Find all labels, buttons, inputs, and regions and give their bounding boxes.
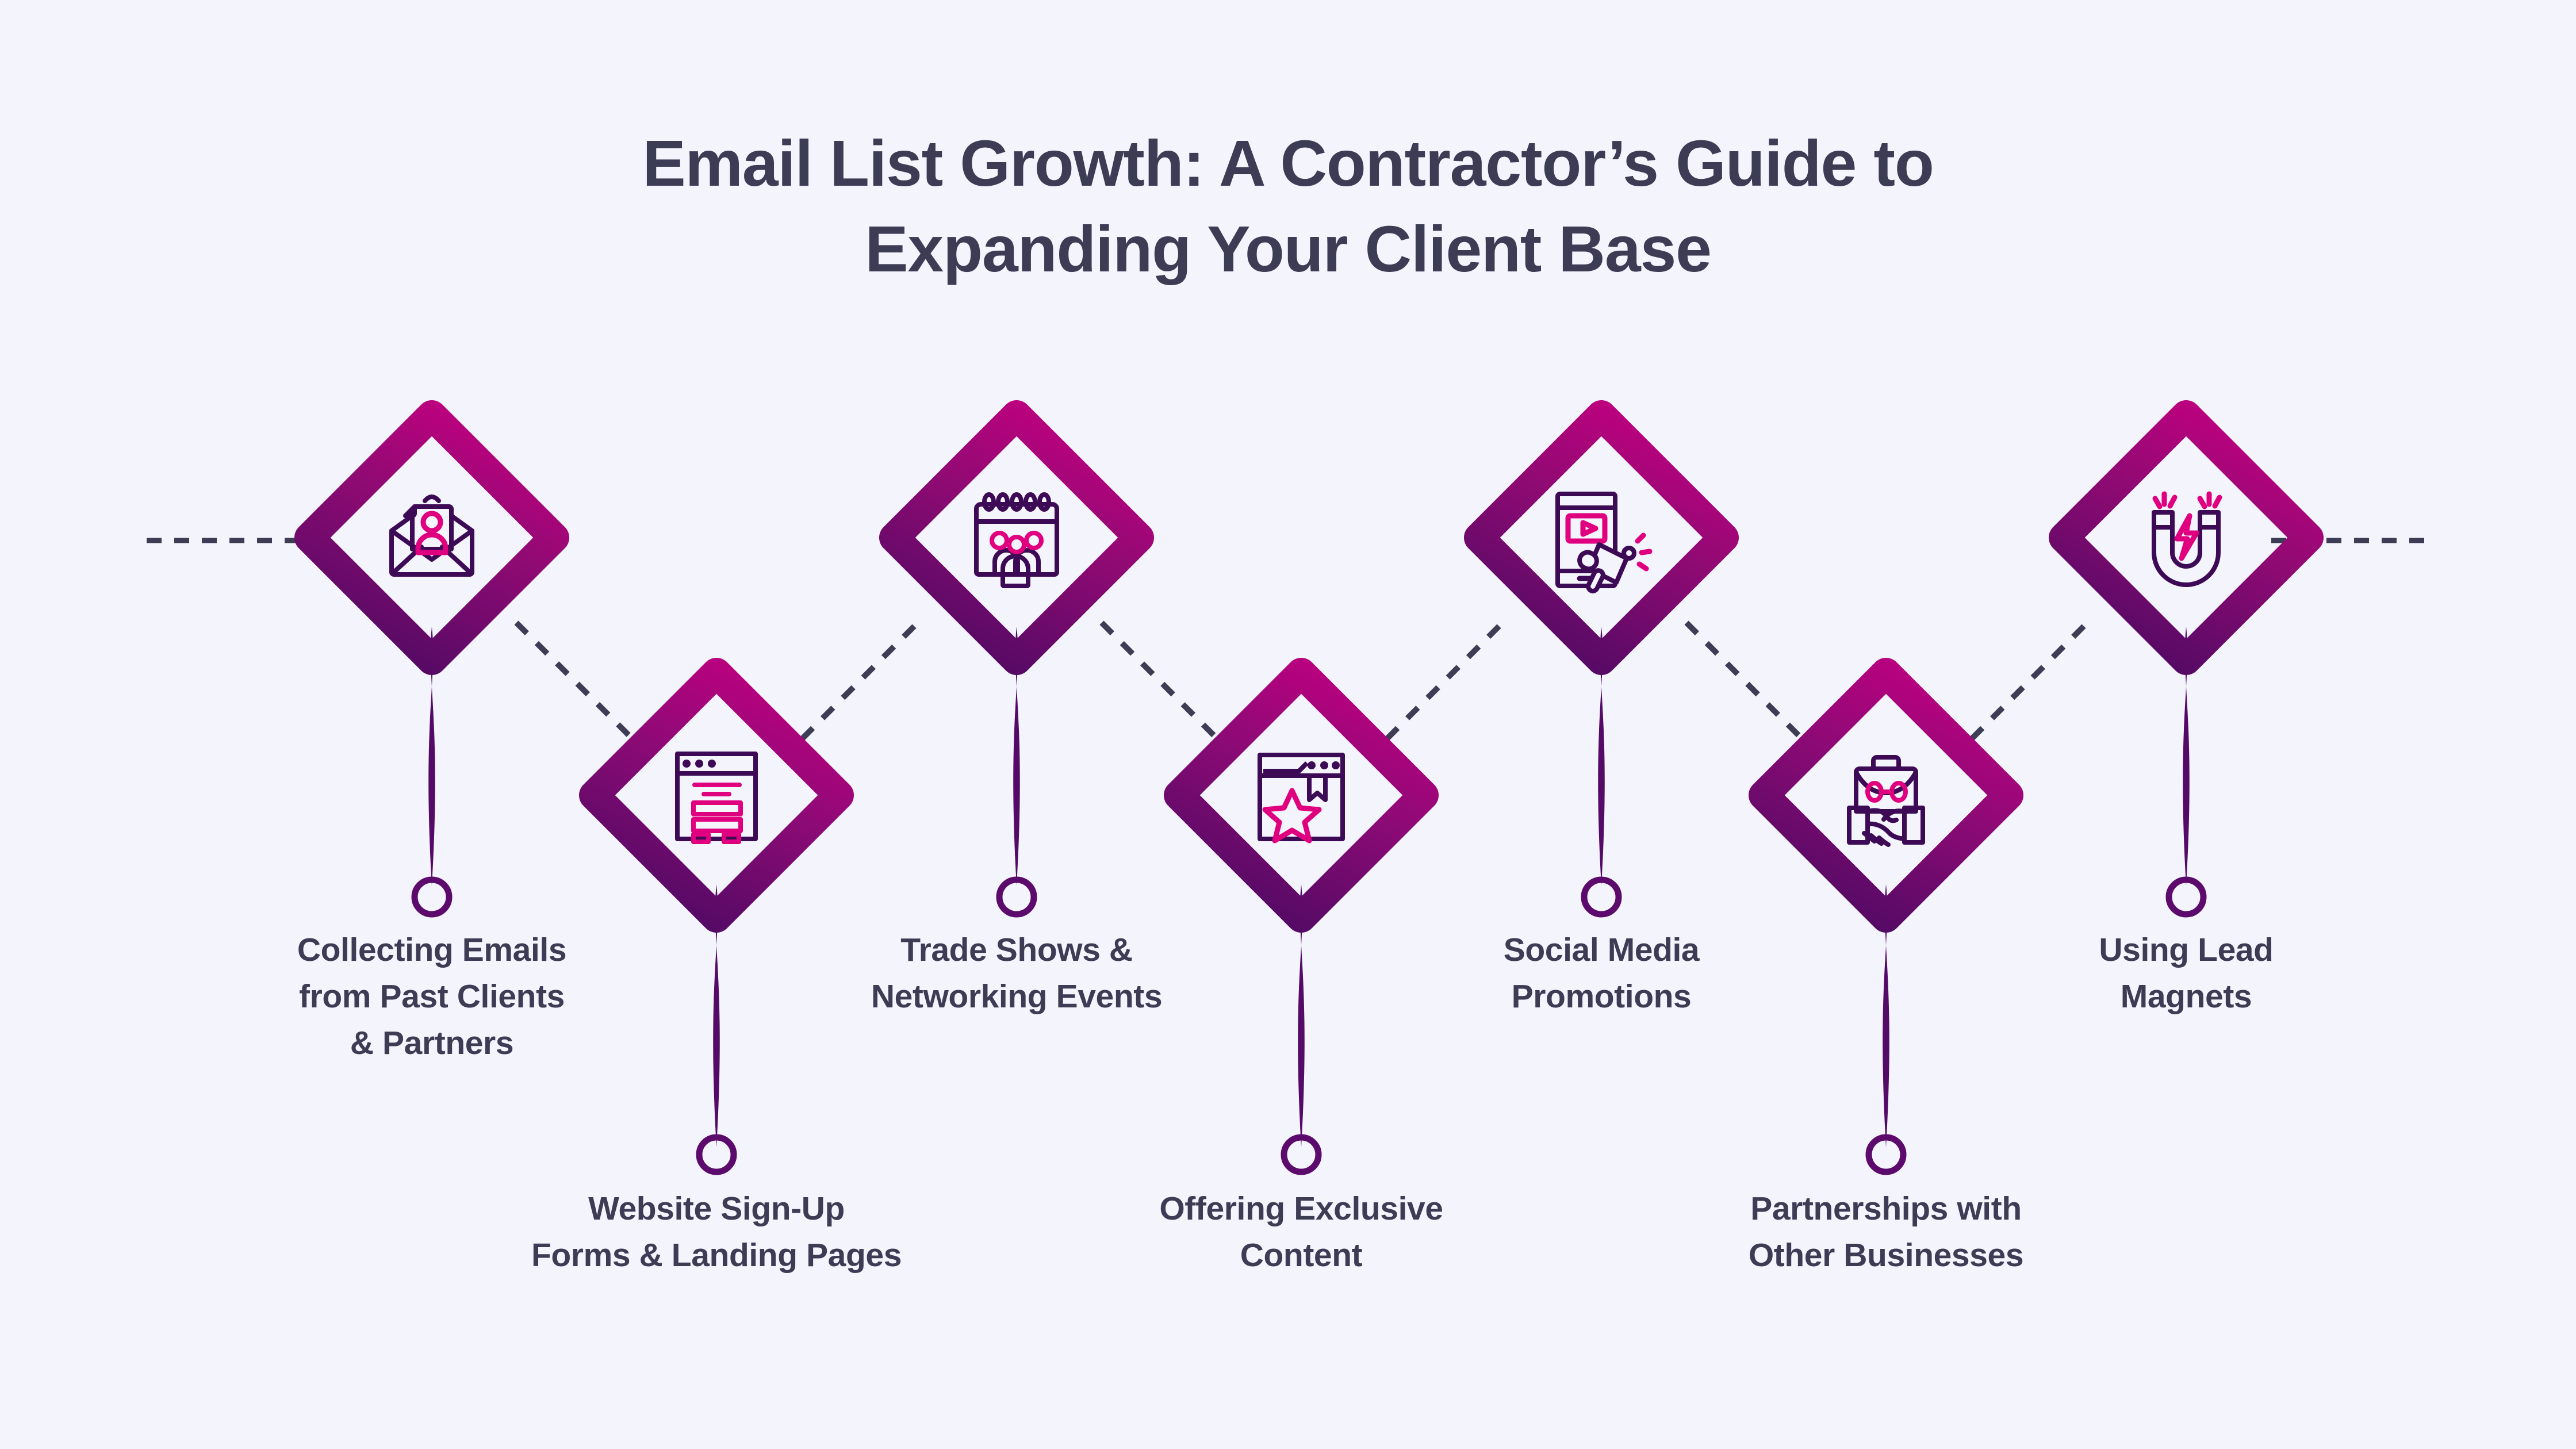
- node-2-diamond[interactable]: [579, 658, 854, 933]
- node-6-label: Partnerships with Other Businesses: [1748, 1190, 2024, 1274]
- dashed-connector-2-3: [780, 620, 920, 761]
- node-3[interactable]: [879, 400, 1154, 918]
- calendar-people-icon: [976, 494, 1057, 586]
- node-7-stem: [2183, 627, 2190, 885]
- briefcase-handshake-icon: [1849, 757, 1923, 845]
- magnet-bolt-icon: [2154, 494, 2220, 585]
- node-4[interactable]: [1164, 658, 1439, 1175]
- node-7-endpoint: [2165, 876, 2207, 918]
- smartphone-megaphone-icon: [1558, 494, 1650, 593]
- node-2-label: Website Sign-Up Forms & Landing Pages: [531, 1190, 902, 1274]
- node-4-endpoint: [1281, 1134, 1322, 1175]
- node-7-label: Using Lead Magnets: [2099, 931, 2274, 1015]
- browser-star-bookmark-icon: [1260, 755, 1343, 841]
- node-1-label: Collecting Emails from Past Clients & Pa…: [297, 931, 567, 1061]
- node-7-diamond[interactable]: [2049, 400, 2324, 675]
- dashed-connector-6-7: [1949, 620, 2090, 761]
- dashed-connector-5-6: [1684, 620, 1824, 761]
- node-1-stem: [428, 627, 435, 885]
- dashed-connectors: [514, 620, 2090, 761]
- node-4-label: Offering Exclusive Content: [1159, 1190, 1443, 1274]
- node-2[interactable]: [579, 658, 854, 1175]
- node-6-endpoint: [1865, 1134, 1907, 1175]
- dashed-connector-4-5: [1364, 620, 1505, 761]
- node-6-stem: [1883, 884, 1889, 1147]
- envelope-person-icon: [392, 497, 472, 574]
- node-7[interactable]: [2049, 400, 2324, 918]
- dashed-connector-3-4: [1099, 620, 1240, 761]
- node-3-label: Trade Shows & Networking Events: [871, 931, 1163, 1015]
- node-6[interactable]: [1749, 658, 2023, 1175]
- node-1-diamond[interactable]: [309, 415, 554, 660]
- node-3-diamond[interactable]: [879, 400, 1154, 675]
- node-4-stem: [1298, 884, 1305, 1147]
- node-1-endpoint: [411, 876, 453, 918]
- node-5-endpoint: [1581, 876, 1622, 918]
- node-5-diamond[interactable]: [1464, 400, 1739, 675]
- node-1[interactable]: [309, 415, 554, 918]
- node-4-diamond[interactable]: [1164, 658, 1439, 933]
- node-3-endpoint: [996, 876, 1037, 918]
- node-2-endpoint: [696, 1134, 737, 1175]
- node-5-stem: [1598, 627, 1605, 885]
- node-5[interactable]: [1464, 400, 1739, 918]
- node-2-stem: [713, 884, 720, 1147]
- dashed-connector-1-2: [514, 620, 655, 761]
- node-5-label: Social Media Promotions: [1503, 931, 1700, 1015]
- node-6-diamond[interactable]: [1749, 658, 2023, 933]
- node-3-stem: [1013, 627, 1020, 885]
- browser-signup-form-icon: [677, 754, 756, 842]
